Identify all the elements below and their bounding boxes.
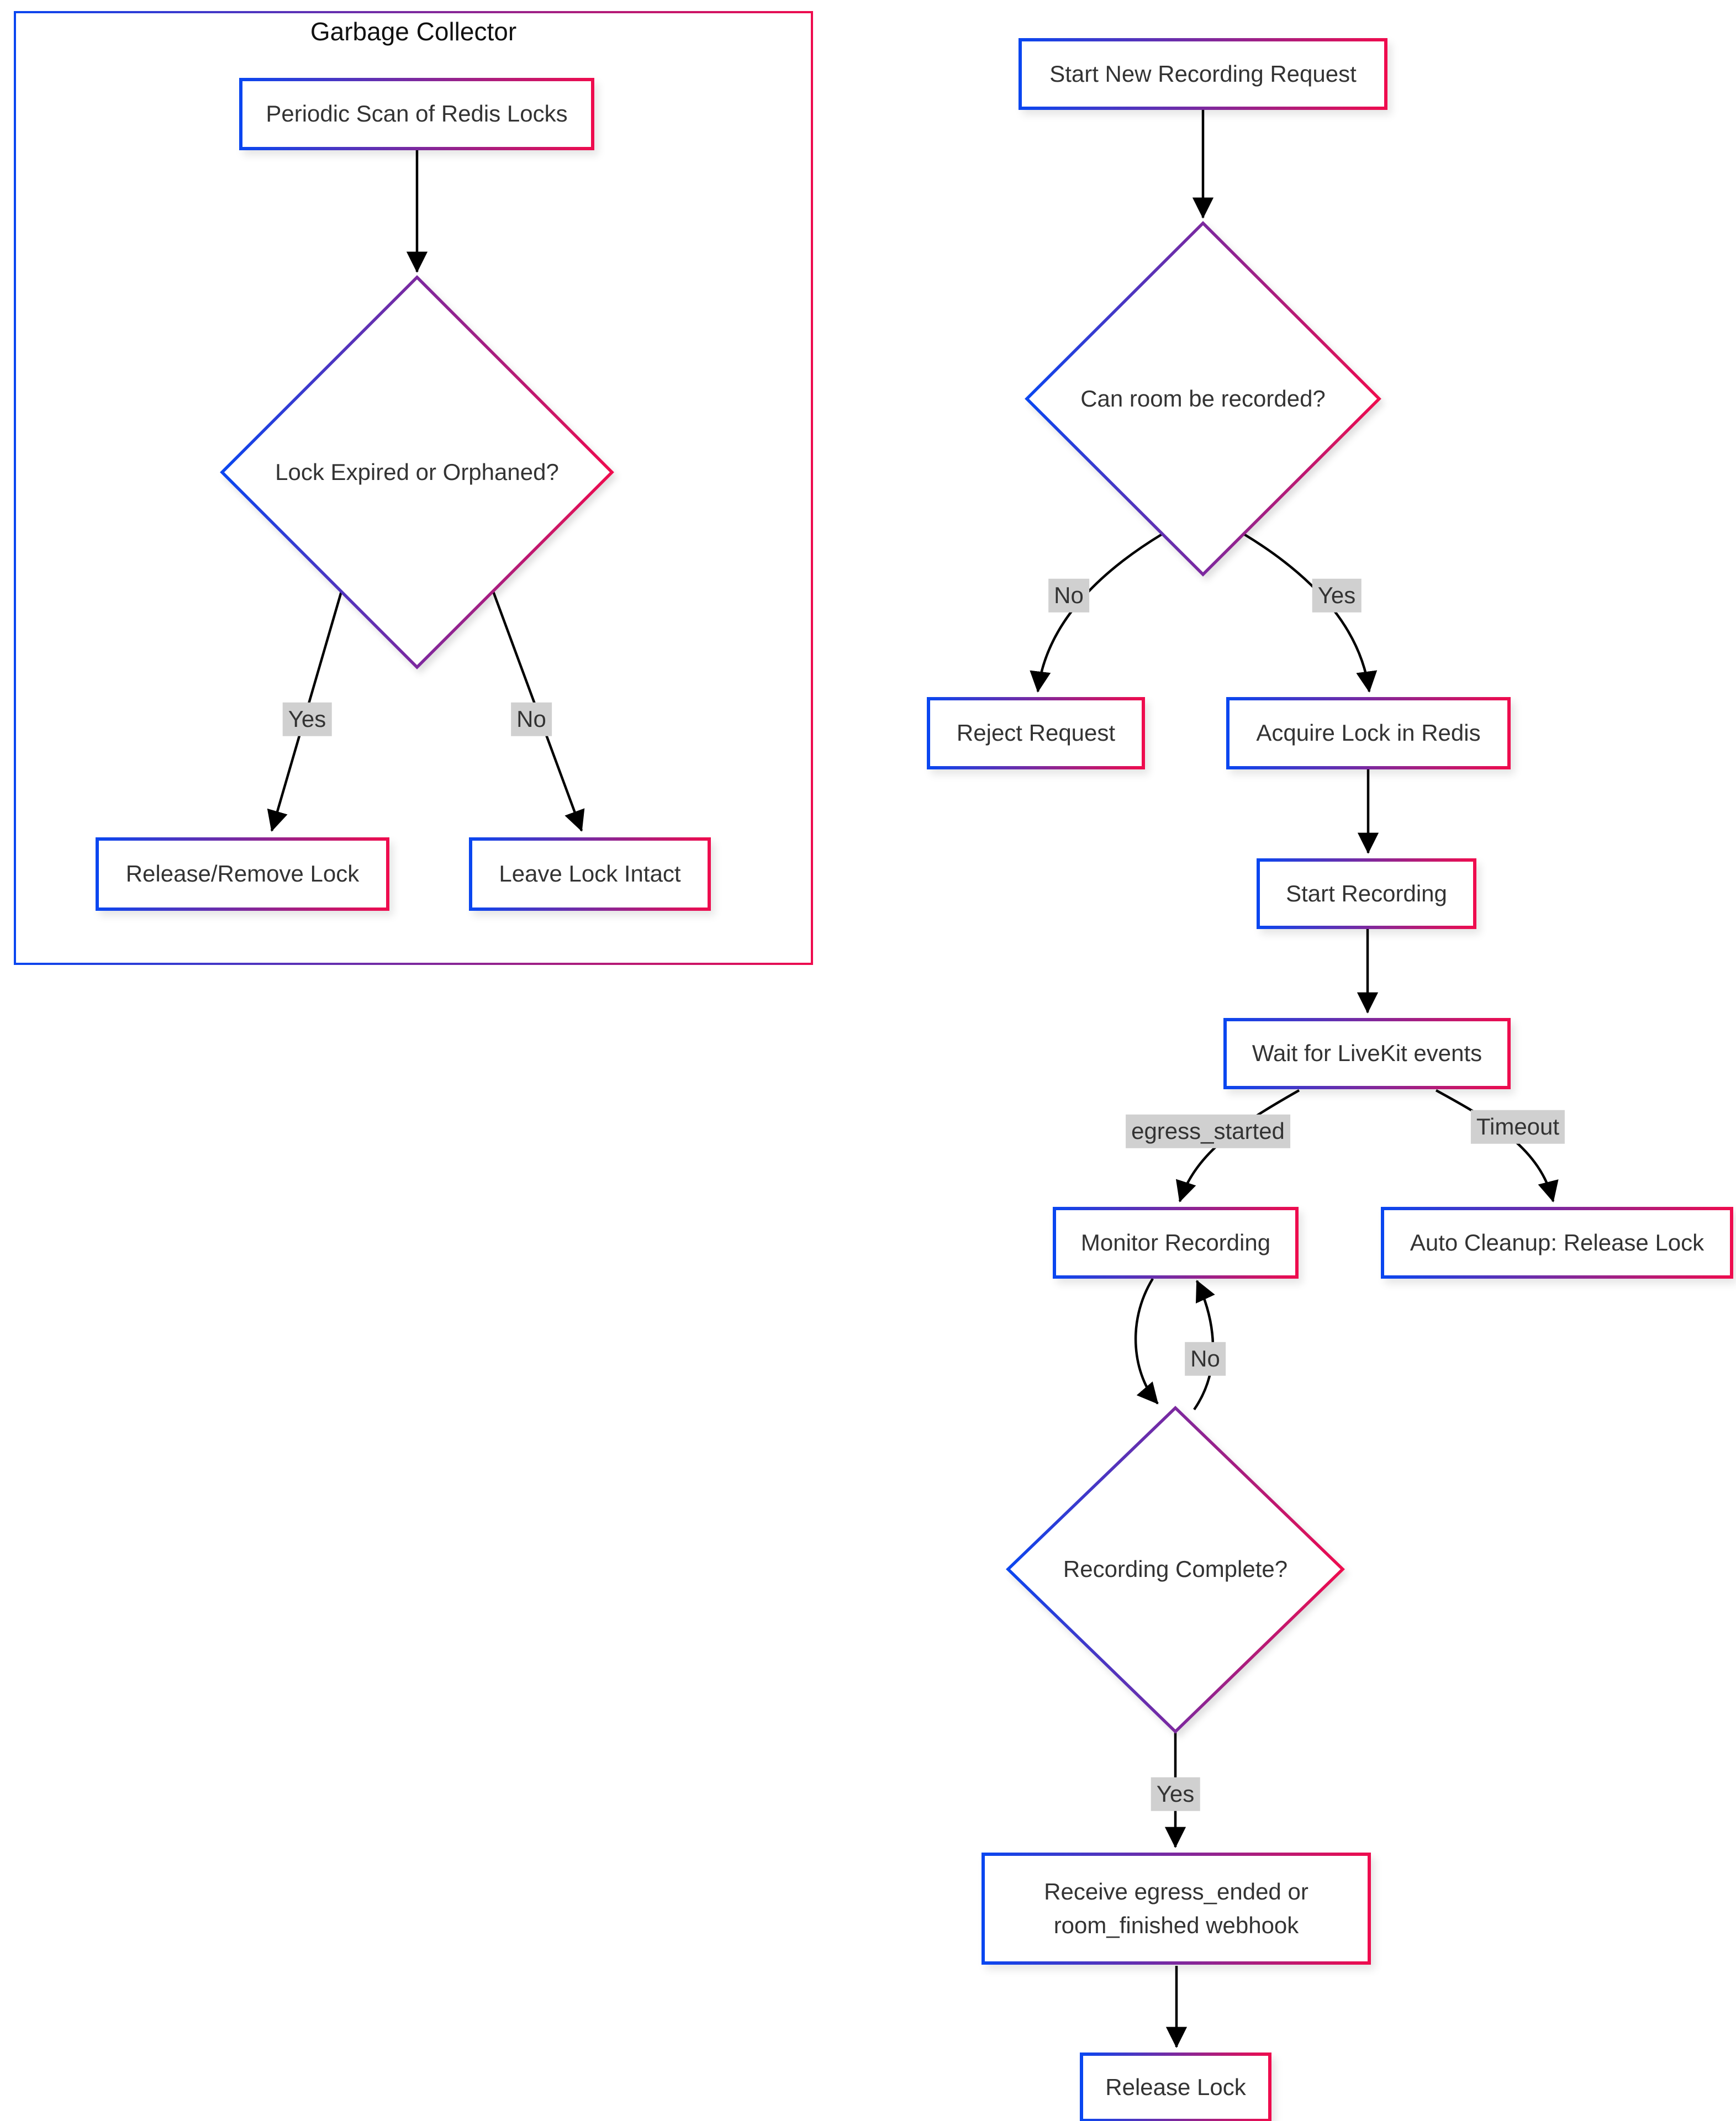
node-auto-cleanup-release-lock: Auto Cleanup: Release Lock	[1381, 1207, 1733, 1279]
node-reject-request: Reject Request	[927, 697, 1145, 769]
node-monitor-recording: Monitor Recording	[1053, 1207, 1299, 1279]
edge-label-can-no: No	[1048, 578, 1089, 613]
node-release-lock: Release Lock	[1080, 2053, 1271, 2121]
node-wait-for-livekit-events: Wait for LiveKit events	[1223, 1018, 1511, 1089]
subgraph-title: Garbage Collector	[310, 17, 517, 46]
diamond-can-record	[1025, 221, 1381, 577]
edge-monitor-to-complete	[1134, 1278, 1159, 1405]
node-start-recording: Start Recording	[1257, 858, 1476, 929]
node-receive-webhook: Receive egress_ended or room_finished we…	[982, 1853, 1371, 1965]
diamond-recording-complete	[1006, 1406, 1345, 1734]
node-leave-lock-intact: Leave Lock Intact	[469, 837, 711, 911]
edge-label-egress-started: egress_started	[1126, 1114, 1290, 1148]
edge-canrecord-yes-to-acquire	[1243, 533, 1378, 693]
edge-label-timeout: Timeout	[1470, 1110, 1565, 1144]
edge-label-can-yes: Yes	[1312, 578, 1362, 613]
node-release-remove-lock: Release/Remove Lock	[96, 837, 389, 911]
node-periodic-scan: Periodic Scan of Redis Locks	[239, 78, 594, 150]
edge-label-gc-no: No	[511, 702, 552, 736]
edge-label-gc-yes: Yes	[282, 702, 332, 736]
edge-wait-timeout-to-cleanup	[1435, 1089, 1559, 1202]
edge-label-loop-no: No	[1185, 1342, 1226, 1376]
edge-label-complete-yes: Yes	[1151, 1777, 1200, 1811]
node-receive-webhook-line2: room_finished webhook	[1053, 1912, 1299, 1938]
node-receive-webhook-line1: Receive egress_ended or	[1044, 1878, 1308, 1904]
edge-canrecord-no-to-reject	[1030, 533, 1163, 693]
diamond-lock-expired	[220, 275, 614, 669]
node-start-new-recording-request: Start New Recording Request	[1019, 38, 1387, 110]
node-acquire-lock-in-redis: Acquire Lock in Redis	[1226, 697, 1511, 769]
